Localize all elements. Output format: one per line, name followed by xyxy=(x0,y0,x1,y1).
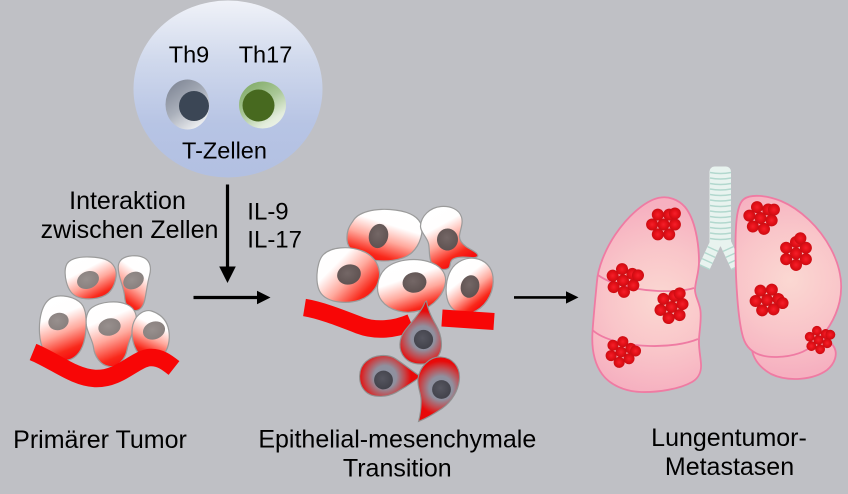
svg-text:IL-9: IL-9 xyxy=(247,199,288,226)
svg-text:zwischen Zellen: zwischen Zellen xyxy=(41,216,219,244)
svg-text:Transition: Transition xyxy=(343,455,452,483)
svg-text:Primärer Tumor: Primärer Tumor xyxy=(13,426,187,454)
svg-text:Th17: Th17 xyxy=(239,42,293,68)
svg-text:Metastasen: Metastasen xyxy=(665,453,794,481)
svg-text:Lungentumor-: Lungentumor- xyxy=(651,424,807,452)
svg-text:T-Zellen: T-Zellen xyxy=(182,138,267,164)
svg-text:IL-17: IL-17 xyxy=(247,227,302,254)
svg-text:Interaktion: Interaktion xyxy=(69,187,186,215)
svg-text:Epithelial-mesenchymale: Epithelial-mesenchymale xyxy=(258,426,536,454)
svg-text:Th9: Th9 xyxy=(169,42,210,68)
